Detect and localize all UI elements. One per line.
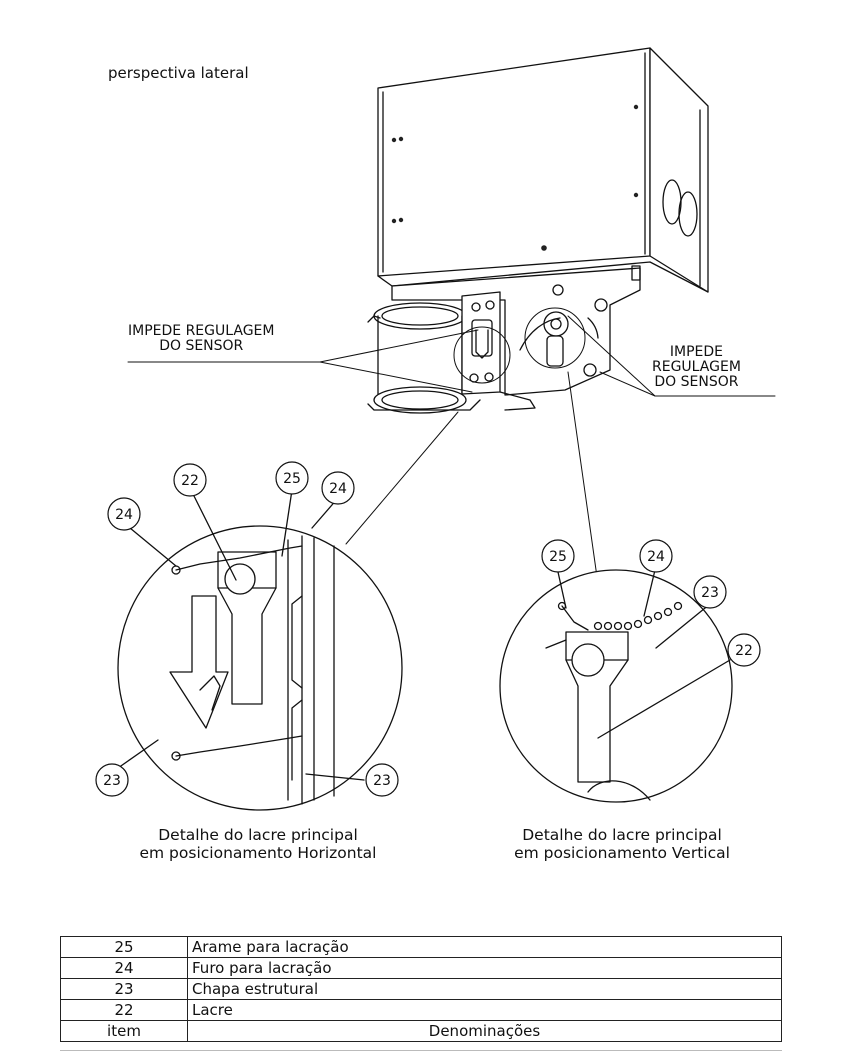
view-title: perspectiva lateral bbox=[108, 64, 249, 82]
callout-left-line2: DO SENSOR bbox=[159, 338, 244, 354]
sensor-housing bbox=[377, 47, 709, 293]
caption-horizontal-line1: Detalhe do lacre principal bbox=[158, 826, 358, 844]
callout-left: IMPEDE REGULAGEM DO SENSOR bbox=[128, 324, 274, 354]
balloon-v-22 bbox=[727, 633, 761, 667]
bracket-assembly bbox=[367, 265, 641, 414]
balloon-v-22-label: 22 bbox=[735, 643, 753, 659]
header-denominacoes: Denominações bbox=[187, 1020, 782, 1042]
balloon-h-24-top bbox=[321, 471, 355, 505]
balloon-v-25-label: 25 bbox=[549, 549, 567, 565]
table-row: 24 Furo para lacração bbox=[60, 957, 782, 979]
table-row: 22 Lacre bbox=[60, 999, 782, 1021]
caption-vertical-line1: Detalhe do lacre principal bbox=[522, 826, 722, 844]
balloon-h-23-left bbox=[95, 763, 129, 797]
balloon-h-24-left bbox=[107, 497, 141, 531]
balloon-h-24-left-label: 24 bbox=[115, 507, 133, 523]
balloon-v-24 bbox=[639, 539, 673, 573]
caption-vertical: Detalhe do lacre principal em posicionam… bbox=[482, 826, 762, 862]
item-name: Furo para lacração bbox=[187, 957, 782, 979]
balloon-h-23-right-label: 23 bbox=[373, 773, 391, 789]
balloon-h-23-right bbox=[365, 763, 399, 797]
callout-right-line3: DO SENSOR bbox=[654, 374, 739, 390]
item-number: 25 bbox=[60, 936, 188, 958]
item-number: 22 bbox=[60, 999, 188, 1021]
balloon-h-23-left-label: 23 bbox=[103, 773, 121, 789]
item-number: 23 bbox=[60, 978, 188, 1000]
callout-right-line2: REGULAGEM bbox=[652, 359, 741, 375]
balloon-h-22-label: 22 bbox=[181, 473, 199, 489]
callout-right-line1: IMPEDE bbox=[669, 344, 724, 360]
balloon-v-23 bbox=[693, 575, 727, 609]
balloon-v-25 bbox=[541, 539, 575, 573]
callout-leaders bbox=[127, 307, 776, 585]
balloon-h-24-top-label: 24 bbox=[329, 481, 347, 497]
table-header-row: item Denominações bbox=[60, 1020, 782, 1042]
balloon-v-23-label: 23 bbox=[701, 585, 719, 601]
header-item: item bbox=[60, 1020, 188, 1042]
balloon-h-25 bbox=[275, 461, 309, 495]
caption-horizontal: Detalhe do lacre principal em posicionam… bbox=[108, 826, 408, 862]
table-row: 25 Arame para lacração bbox=[60, 936, 782, 958]
sheet-border bbox=[60, 1050, 782, 1051]
detail-horizontal bbox=[117, 489, 403, 811]
caption-vertical-line2: em posicionamento Vertical bbox=[514, 844, 730, 862]
parts-table: 25 Arame para lacração 24 Furo para lacr… bbox=[60, 936, 782, 1042]
detail-vertical bbox=[499, 569, 733, 803]
item-name: Lacre bbox=[187, 999, 782, 1021]
item-name: Chapa estrutural bbox=[187, 978, 782, 1000]
item-name: Arame para lacração bbox=[187, 936, 782, 958]
table-row: 23 Chapa estrutural bbox=[60, 978, 782, 1000]
balloon-h-25-label: 25 bbox=[283, 471, 301, 487]
callout-left-line1: IMPEDE REGULAGEM bbox=[128, 323, 275, 339]
caption-horizontal-line2: em posicionamento Horizontal bbox=[139, 844, 377, 862]
item-number: 24 bbox=[60, 957, 188, 979]
callout-right: IMPEDE REGULAGEM DO SENSOR bbox=[652, 345, 741, 390]
balloon-v-24-label: 24 bbox=[647, 549, 665, 565]
balloon-h-22 bbox=[173, 463, 207, 497]
